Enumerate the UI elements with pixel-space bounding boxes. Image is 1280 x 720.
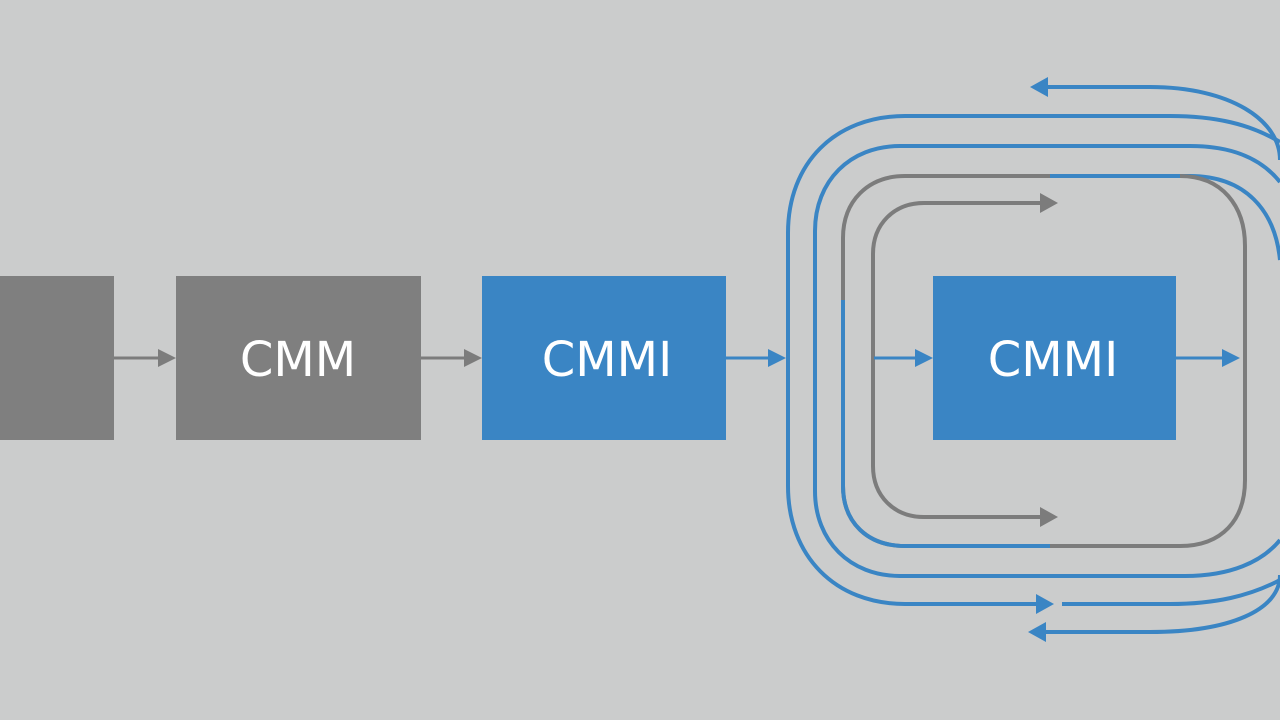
arrowhead-right-icon — [464, 349, 482, 367]
arrowhead-right-icon — [1036, 594, 1054, 614]
arrowhead-left-icon — [1028, 622, 1046, 642]
arrowhead-right-icon — [158, 349, 176, 367]
arrowhead-right-icon — [1222, 349, 1240, 367]
arrow-cmmi-to-loop — [726, 349, 786, 367]
loop-ring-2 — [813, 144, 1280, 578]
arrow-loop-to-cmmi — [874, 349, 933, 367]
loop-ring-1 — [786, 114, 1280, 606]
outer-feedback-loop — [1046, 85, 1280, 161]
inner-loop — [871, 201, 1042, 519]
arrowhead-right-icon — [915, 349, 933, 367]
box-cmm: CMM — [176, 276, 421, 440]
arrow-cmm-to-cmmi — [421, 349, 482, 367]
arrow-partial-to-cmm — [114, 349, 176, 367]
box-cmmi-2-label: CMMI — [988, 332, 1119, 388]
box-cmmi-2: CMMI — [933, 276, 1176, 440]
outer-feedback-loop-bottom — [1046, 574, 1280, 634]
arrowhead-right-icon — [768, 349, 786, 367]
arrowhead-right-icon — [1040, 507, 1058, 527]
box-cmmi-1: CMMI — [482, 276, 726, 440]
loop-ring-1-end — [1062, 578, 1280, 606]
arrowhead-left-icon — [1030, 77, 1048, 97]
arrowhead-right-icon — [1040, 193, 1058, 213]
box-cmmi-1-label: CMMI — [542, 332, 673, 388]
box-partial — [0, 276, 114, 440]
box-cmm-label: CMM — [240, 332, 356, 388]
arrow-cmmi-out — [1176, 349, 1240, 367]
loop-ring-3-blue-bottom — [841, 300, 1050, 548]
